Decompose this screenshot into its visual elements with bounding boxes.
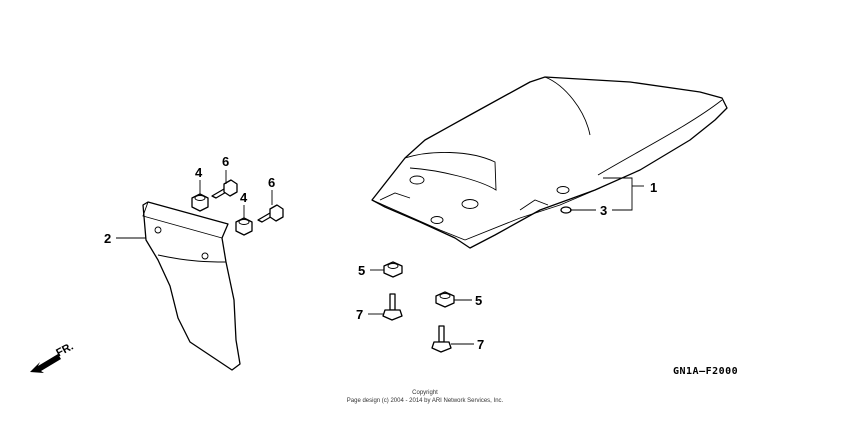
callout-6b: 6	[268, 175, 276, 190]
clip-3	[560, 206, 572, 214]
callout-4a: 4	[195, 165, 203, 180]
callout-3: 3	[600, 203, 608, 218]
bolt-7a	[382, 293, 403, 321]
front-arrow-icon	[30, 354, 61, 373]
mud-flap	[142, 201, 241, 371]
bolt-6a	[211, 179, 238, 199]
bolt-6b	[257, 204, 284, 223]
nut-5a	[383, 261, 403, 278]
leader-lines	[116, 170, 644, 345]
callout-5a: 5	[358, 263, 366, 278]
copyright-line2: Page design (c) 2004 - 2014 by ARI Netwo…	[346, 398, 504, 404]
nut-5b	[435, 291, 455, 308]
nut-4a	[191, 193, 209, 212]
nut-4b	[235, 217, 253, 236]
copyright-line1: Copyright	[412, 390, 438, 396]
rear-fender	[371, 76, 728, 249]
callout-6a: 6	[222, 154, 230, 169]
callout-1: 1	[650, 180, 658, 195]
callout-7b: 7	[477, 337, 485, 352]
callout-4b: 4	[240, 190, 248, 205]
bolt-7b	[431, 325, 452, 353]
callout-5b: 5	[475, 293, 483, 308]
callout-2: 2	[104, 231, 112, 246]
callout-7a: 7	[356, 307, 364, 322]
diagram-code: GN1A–F2000	[673, 366, 739, 377]
